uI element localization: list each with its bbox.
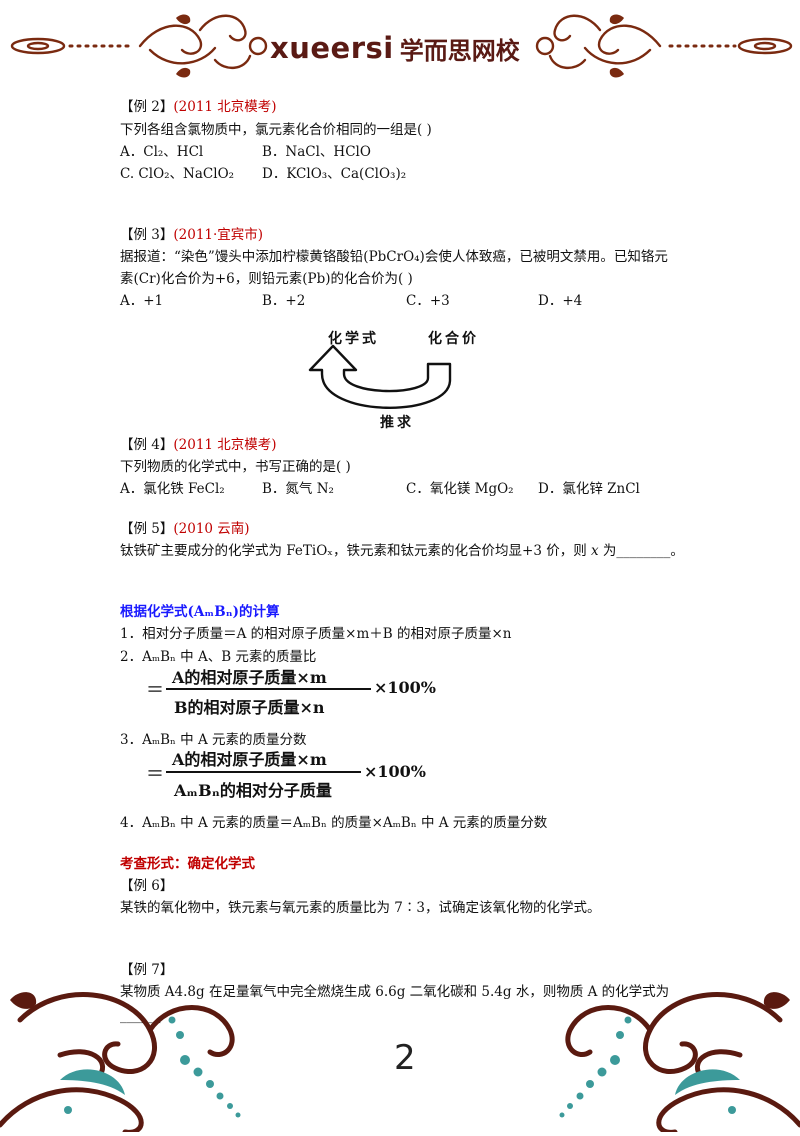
ex3-options: A．+1 B．+2 C．+3 D．+4 [120,289,582,313]
ex5-text-after: 为________。 [598,543,684,559]
calc-heading-post: )的计算 [232,604,280,620]
fraction1-denominator: B的相对原子质量×n [174,698,325,717]
fraction2-numerator: A的相对原子质量×m [172,750,327,769]
exam-heading: 考查形式：确定化学式 [120,856,255,872]
ex2-options-row2: C. ClO₂、NaClO₂ D．KClO₃、Ca(ClO₃)₂ [120,162,406,186]
ex3-source: (2011·宜宾市) [173,227,264,243]
calc-heading-pre: 根据化学式( [120,604,194,620]
ex3-line1: 据报道：“染色”馒头中添加柠檬黄铬酸铅(PbCrO₄)会使人体致癌，已被明文禁用… [120,249,668,265]
calc-item-1: 1．相对分子质量＝A 的相对原子质量×m＋B 的相对原子质量×n [120,626,512,642]
brand-chinese-text: 学而思网校 [399,36,520,65]
cycle-label-derive: 推求 [380,415,414,431]
brand-latin-text: xueersi [270,31,394,65]
ex2-question: 下列各组含氯物质中，氯元素化合价相同的一组是( ) [120,122,432,138]
ex3-option-b: B．+2 [262,293,306,309]
footer-swirl-icon [0,992,800,1135]
brand-logo: xueersi 学而思网校 [270,28,520,68]
calc-heading-formula: AₘBₙ [193,604,233,620]
cycle-label-formula: 化学式 [328,331,379,347]
ex5-text: 钛铁矿主要成分的化学式为 FeTiOₓ，铁元素和钛元素的化合价均显+3 价，则 … [120,539,684,563]
ex2-option-a: A．Cl₂、HCl [120,144,204,160]
ex5-variable: x [591,543,599,559]
ex4-option-a: A．氯化铁 FeCl₂ [120,481,225,497]
ex2-option-c: C. ClO₂、NaClO₂ [120,166,235,182]
ex4-option-b: B．氮气 N₂ [262,481,334,497]
ex3-title: 【例 3】(2011·宜宾市) [120,223,263,247]
ex6-text: 某铁的氧化物中，铁元素与氧元素的质量比为 7∶3，试确定该氧化物的化学式。 [120,900,601,916]
ex5-tag: 【例 5】 [120,521,174,537]
ex2-tag: 【例 2】 [120,99,174,115]
ex4-title: 【例 4】(2011 北京模考) [120,433,277,457]
footer-ornament [0,960,800,1135]
fraction2-equals: ＝ [146,764,164,785]
ex5-title: 【例 5】(2010 云南) [120,517,250,541]
ex5-source: (2010 云南) [173,521,250,537]
fraction1-equals: ＝ [146,680,164,701]
cycle-label-valence: 化合价 [428,331,479,347]
ex4-option-d: D．氯化锌 ZnCl [538,481,640,497]
page-number: 2 [394,1038,416,1078]
fraction1-bar [166,688,371,690]
fraction2-bar [166,771,361,773]
ex7-text: 某物质 A4.8g 在足量氧气中完全燃烧生成 6.6g 二氧化碳和 5.4g 水… [120,984,670,1000]
calc-item-4: 4．AₘBₙ 中 A 元素的质量＝AₘBₙ 的质量×AₘBₙ 中 A 元素的质量… [120,815,548,831]
cycle-diagram: 化学式 化合价 推求 [300,320,490,435]
ex5-text-before: 钛铁矿主要成分的化学式为 FeTiOₓ，铁元素和钛元素的化合价均显+3 价，则 [120,543,592,559]
ex2-source: (2011 北京模考) [173,99,277,115]
fraction1-percent: ×100% [374,678,437,697]
ex2-option-d: D．KClO₃、Ca(ClO₃)₂ [262,166,407,182]
calc-item-3: 3．AₘBₙ 中 A 元素的质量分数 [120,732,307,748]
cycle-arrow-icon [308,344,452,409]
ex6-tag: 【例 6】 [120,878,174,894]
ex4-question: 下列物质的化学式中，书写正确的是( ) [120,459,351,475]
ex2-title: 【例 2】(2011 北京模考) [120,95,277,119]
ex3-line2: 素(Cr)化合价为+6，则铅元素(Pb)的化合价为( ) [120,271,413,287]
ex4-options: A．氯化铁 FeCl₂ B．氮气 N₂ C．氧化镁 MgO₂ D．氯化锌 ZnC… [120,477,640,501]
ex4-tag: 【例 4】 [120,437,174,453]
ex4-option-c: C．氧化镁 MgO₂ [406,481,514,497]
calc-item-2: 2．AₘBₙ 中 A、B 元素的质量比 [120,649,317,665]
fraction1-numerator: A的相对原子质量×m [172,668,327,687]
ex7-tag: 【例 7】 [120,962,174,978]
fraction2-denominator: AₘBₙ的相对分子质量 [174,781,332,800]
ex2-options-row1: A．Cl₂、HCl B．NaCl、HClO [120,140,371,164]
calc-heading: 根据化学式(AₘBₙ)的计算 [120,600,280,624]
ex4-source: (2011 北京模考) [173,437,277,453]
fraction2-percent: ×100% [364,762,427,781]
header-ornament-icon [10,14,793,78]
header-banner: xueersi 学而思网校 [0,0,800,80]
ex2-option-b: B．NaCl、HClO [262,144,371,160]
ex3-tag: 【例 3】 [120,227,174,243]
ex3-option-c: C．+3 [406,293,450,309]
ex3-option-a: A．+1 [120,293,164,309]
ex3-option-d: D．+4 [538,293,583,309]
